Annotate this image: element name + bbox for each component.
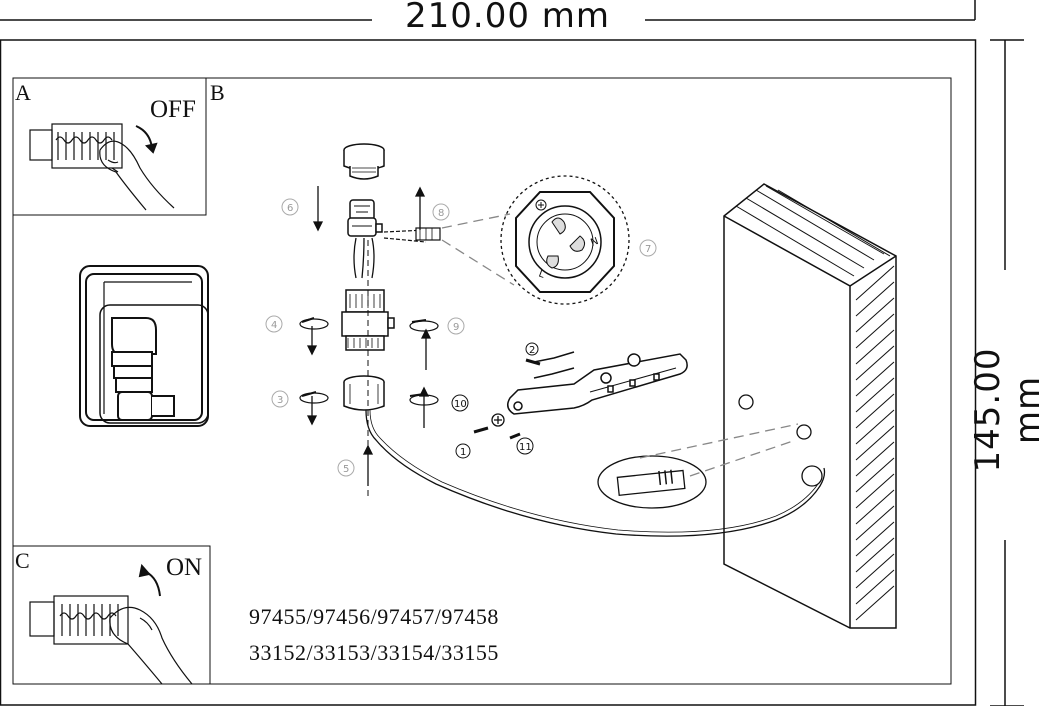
step-7: 7 bbox=[645, 244, 651, 255]
off-arrow bbox=[135, 125, 158, 154]
step-9: 9 bbox=[453, 322, 459, 333]
bracket-screws bbox=[473, 351, 575, 440]
step-circles bbox=[265, 198, 657, 477]
step-2: 2 bbox=[529, 345, 535, 356]
page-border bbox=[0, 39, 977, 706]
width-dimension: 210.00 mm bbox=[0, 0, 1000, 44]
terminal-letter-l: L bbox=[537, 268, 546, 280]
step-1: 1 bbox=[460, 447, 466, 458]
step-8: 8 bbox=[438, 208, 444, 219]
bracket-screw-head bbox=[491, 413, 505, 427]
step-3: 3 bbox=[277, 395, 283, 406]
width-dimension-label: 210.00 mm bbox=[405, 0, 611, 36]
step-4: 4 bbox=[271, 320, 277, 331]
mounting-bracket bbox=[507, 353, 688, 415]
wall-hatching bbox=[735, 185, 895, 621]
inner-frame bbox=[12, 77, 952, 685]
terminal-letter-n: N bbox=[589, 236, 600, 249]
step-6: 6 bbox=[287, 203, 293, 214]
width-dimension-lines bbox=[0, 0, 976, 21]
wall-plug-detail bbox=[597, 455, 707, 509]
connector-terminal bbox=[347, 199, 383, 237]
breaker-on-illustration bbox=[29, 595, 193, 685]
plug-leader-lines bbox=[639, 423, 799, 477]
gland-nut bbox=[343, 375, 385, 411]
panel-c-letter: C bbox=[15, 548, 30, 573]
terminal-zoom-circle bbox=[500, 175, 630, 305]
step-5: 5 bbox=[343, 464, 349, 475]
panel-a-letter: A bbox=[15, 80, 31, 105]
step-10: 10 bbox=[454, 399, 467, 410]
model-numbers-line-1: 97455/97456/97457/97458 bbox=[249, 604, 499, 629]
installation-diagram: N L bbox=[0, 0, 1024, 706]
fixture-illustration bbox=[79, 265, 209, 427]
off-label: OFF bbox=[150, 96, 196, 123]
model-numbers-line-2: 33152/33153/33154/33155 bbox=[249, 640, 499, 665]
panel-c-box bbox=[12, 545, 211, 685]
power-cable-inner bbox=[369, 409, 819, 533]
wall-holes bbox=[738, 394, 823, 487]
wall-block bbox=[723, 183, 897, 629]
step-arrows bbox=[306, 186, 432, 486]
gland-body bbox=[341, 289, 395, 351]
power-cable bbox=[365, 409, 826, 537]
on-label: ON bbox=[166, 554, 203, 581]
panel-b-letter: B bbox=[210, 80, 225, 105]
height-dimension-lines bbox=[990, 39, 1024, 706]
connector-wires bbox=[353, 237, 375, 279]
zoom-leader-lines bbox=[441, 213, 515, 286]
breaker-off-illustration bbox=[29, 123, 175, 211]
panel-a-box bbox=[12, 77, 207, 216]
on-arrow bbox=[138, 563, 161, 597]
gland-cap bbox=[343, 143, 385, 180]
rotation-indicators bbox=[299, 317, 439, 406]
step-numbers: 6 8 7 4 9 3 5 10 2 1 11 bbox=[271, 203, 651, 475]
stripped-wire bbox=[383, 227, 441, 243]
step-11: 11 bbox=[519, 442, 532, 453]
